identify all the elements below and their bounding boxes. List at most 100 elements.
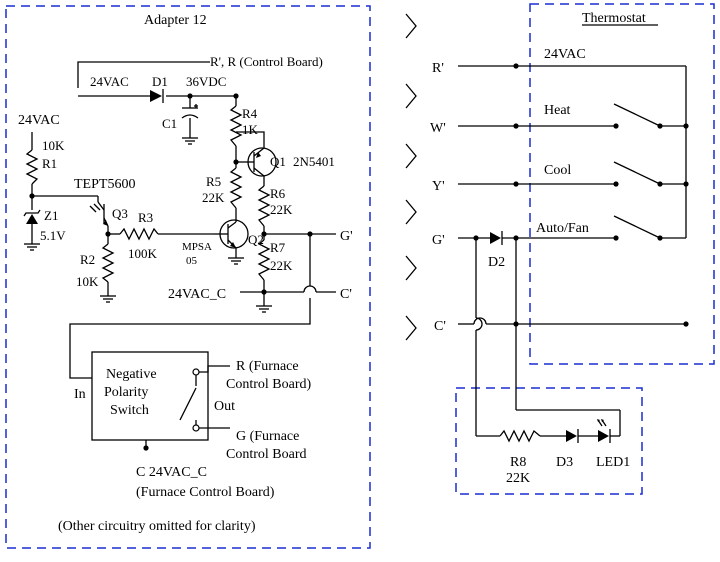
c1-label: C1 [162,116,177,131]
switch-line2: Polarity [104,385,148,400]
d3-diode-icon [566,429,579,443]
junction-dot [683,123,689,129]
switch-terminal-dot [613,235,619,241]
r2-value: 10K [76,274,99,289]
c-furnace-line1: C 24VAC_C [136,465,207,480]
ground-icon [256,305,272,313]
r4-value: 1K [242,122,259,137]
heat-switch-icon [613,103,686,127]
r6-resistor-icon [257,185,271,227]
g-furnace-line2: Control Board [226,447,307,462]
ground-icon [24,243,40,251]
cool-switch-icon [613,161,686,185]
junction-dot [513,181,519,187]
tept-label: TEPT5600 [74,177,135,192]
r8-label: R8 [510,455,526,470]
d1-label: D1 [152,74,168,89]
r5-label: R5 [206,174,221,189]
in-label: In [74,387,86,402]
ground-icon [182,137,198,145]
junction-dot [513,235,519,241]
z1-zener-icon [23,209,41,224]
wire-break-marks [405,13,417,341]
switch-line3: Switch [110,403,149,418]
r4-label: R4 [242,106,258,121]
d3-label: D3 [556,455,573,470]
r3-label: R3 [138,210,153,225]
junction-dot [187,93,193,99]
r7-label: R7 [270,240,286,255]
q2-label: Q2 [248,232,264,247]
z1-value: 5.1V [40,228,66,243]
r6-label: R6 [270,186,286,201]
r2-resistor-icon [101,243,115,283]
v24-top-label: 24VAC [90,74,129,89]
w-prime-label: W' [430,121,446,136]
switch-terminal-dot [657,123,663,129]
r1-resistor-icon [25,149,39,185]
switch-terminal-dot [613,123,619,129]
r1-label: R1 [42,156,57,171]
q3-phototransistor-icon [89,196,109,234]
c-prime-label: C' [434,319,446,334]
r-furnace-line1: R (Furnace [236,359,299,374]
q2-arrow-icon [230,242,236,248]
switch-terminal-icon [192,368,200,376]
switch-contact-icon [179,365,230,429]
q2-transistor-icon [214,219,249,258]
r5-resistor-icon [229,167,243,209]
q3-arrow-icon [103,220,108,226]
c-prime-label-adapter: C' [340,287,352,302]
mpsa-number: 05 [186,255,198,267]
heat-label: Heat [544,103,571,118]
cool-label: Cool [544,163,571,178]
mpsa-label: MPSA [182,241,212,253]
indicator-box [455,387,643,495]
omitted-note: (Other circuitry omitted for clarity) [58,519,256,534]
r8-resistor-icon [499,429,541,443]
junction-dot [513,321,519,327]
rr-label: R', R (Control Board) [210,54,323,69]
r4-resistor-icon [229,105,243,147]
junction-dot [513,63,519,69]
junction-dot [683,181,689,187]
adapter-title: Adapter 12 [144,13,207,28]
r7-value: 22K [270,258,293,273]
junction-dot [473,235,479,241]
switch-terminal-icon [192,424,200,432]
c-terminal-dot [683,321,689,327]
switch-terminal-dot [657,181,663,187]
vac-c-label: 24VAC_C [168,287,226,302]
fan-switch-icon [613,215,686,239]
c1-capacitor-icon [181,104,199,119]
switch-input-wire [69,298,311,379]
q1-part: 2N5401 [293,154,335,169]
r3-value: 100K [128,246,158,261]
d1-diode-icon [150,89,164,103]
c-furnace-line2: (Furnace Control Board) [136,485,275,500]
q1-arrow-icon [256,152,261,158]
r8-value: 22K [506,471,530,486]
thermostat-wires [458,65,687,437]
q1-transistor-icon [247,140,277,186]
q3-label: Q3 [112,206,128,221]
crossover-icon [303,285,317,293]
negative-polarity-switch-box [91,351,209,441]
v24-left-label: 24VAC [18,113,60,128]
ground-icon [100,295,116,303]
junction-dot [513,123,519,129]
v36-label: 36VDC [186,74,226,89]
thermostat-title: Thermostat [582,11,646,26]
switch-terminal-dot [657,235,663,241]
r1-value: 10K [42,138,65,153]
y-prime-label: Y' [432,179,445,194]
led-label: LED1 [596,455,630,470]
g-prime-label-adapter: G' [340,229,353,244]
d2-label: D2 [488,255,505,270]
q1-label: Q1 [270,154,286,169]
d2-diode-icon [490,231,503,245]
adapter-box [5,5,371,549]
r-furnace-line2: Control Board) [226,377,311,392]
r3-resistor-icon [119,227,159,241]
